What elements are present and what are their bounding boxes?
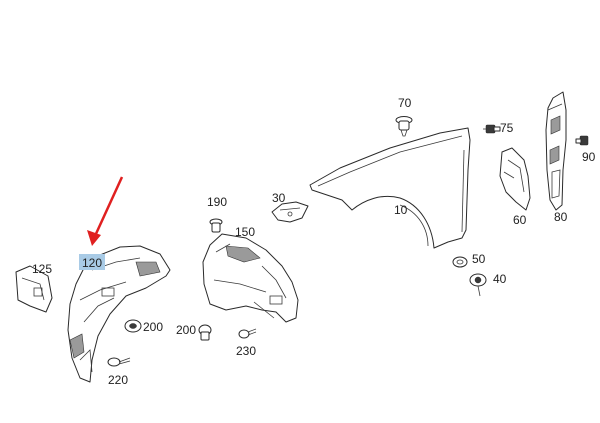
callout-label-70: 70	[398, 96, 412, 110]
rivet-part-200b[interactable]	[198, 324, 212, 341]
callout-label-75: 75	[500, 121, 514, 135]
callout-label-40: 40	[493, 272, 507, 286]
rivet-part-200a[interactable]	[124, 319, 142, 333]
clip-part-70[interactable]	[395, 116, 413, 137]
panel-part-125[interactable]	[15, 265, 53, 313]
liner-part-150[interactable]	[202, 233, 299, 323]
callout-highlight-120	[79, 254, 105, 270]
pointer-arrow	[87, 176, 124, 246]
clip-part-190[interactable]	[209, 218, 223, 233]
callout-label-30: 30	[272, 191, 286, 205]
screw-part-230[interactable]	[238, 328, 257, 339]
screw-part-220[interactable]	[107, 357, 131, 367]
callout-label-50: 50	[472, 252, 486, 266]
bracket-part-30[interactable]	[271, 201, 309, 223]
bolt-part-90[interactable]	[575, 135, 589, 146]
callout-label-220: 220	[108, 373, 128, 387]
callout-label-190: 190	[207, 195, 227, 209]
callout-label-150: 150	[235, 225, 255, 239]
callout-label-80: 80	[554, 210, 568, 224]
liner-part-120[interactable]	[67, 245, 171, 383]
bracket-part-80[interactable]	[545, 91, 567, 211]
callout-label-200-left: 200	[143, 320, 163, 334]
bracket-part-60[interactable]	[499, 147, 531, 211]
callout-label-10: 10	[394, 203, 408, 217]
screw-part-40[interactable]	[469, 273, 487, 297]
callout-label-230: 230	[236, 344, 256, 358]
fender-part-10[interactable]	[309, 127, 471, 249]
callout-label-200-center: 200	[176, 323, 196, 337]
callout-label-60: 60	[513, 213, 527, 227]
callout-label-90: 90	[582, 150, 596, 164]
bolt-part-75[interactable]	[483, 124, 501, 134]
nut-part-50[interactable]	[452, 256, 468, 268]
callout-label-125: 125	[32, 262, 52, 276]
callout-label-120: 120	[82, 256, 102, 270]
